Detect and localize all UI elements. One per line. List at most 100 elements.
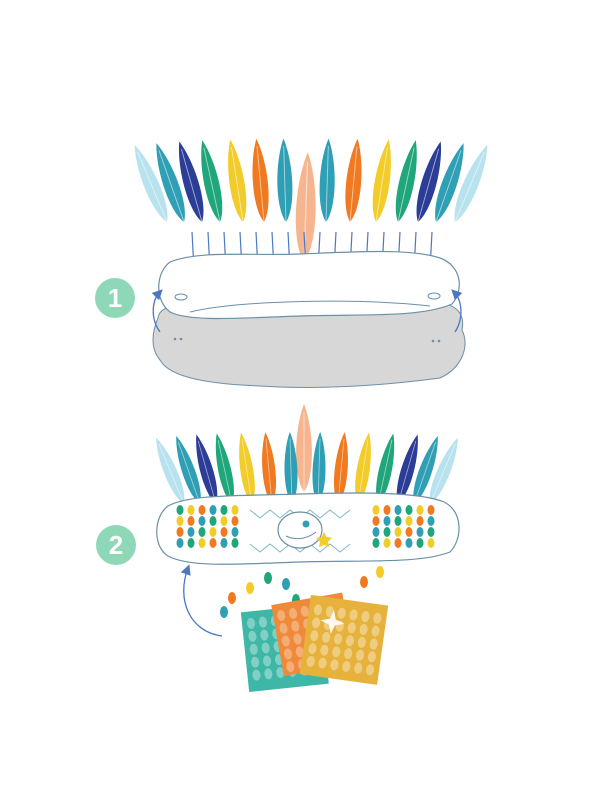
sheet-sticker — [318, 657, 327, 669]
sheet-sticker — [337, 607, 346, 619]
sheet-sticker — [293, 633, 302, 645]
sticker-dot — [231, 527, 239, 537]
sticker-dot — [198, 505, 206, 515]
sticker-piece — [264, 572, 272, 584]
sheet-sticker — [367, 651, 376, 663]
feather-icon — [294, 151, 318, 268]
sheet-sticker — [332, 646, 341, 658]
step-1-number: 1 — [107, 282, 123, 313]
sticker-dot — [231, 516, 239, 526]
sticker-dot — [383, 538, 391, 548]
sticker-dot — [427, 505, 435, 515]
sticker-dot — [394, 527, 402, 537]
sticker-dot — [187, 516, 195, 526]
feather-icon — [222, 138, 251, 226]
sticker-dot — [220, 505, 228, 515]
sticker-dot — [220, 516, 228, 526]
sheet-sticker — [345, 635, 354, 647]
sheet-sticker — [325, 606, 334, 618]
sheet-sticker — [349, 609, 358, 621]
sticker-dot — [209, 527, 217, 537]
sticker-dot — [394, 505, 402, 515]
feather-icon — [170, 433, 207, 508]
sheet-sticker — [300, 605, 309, 617]
sticker-dot — [198, 527, 206, 537]
sticker-dot — [209, 538, 217, 548]
feather-icon — [390, 138, 424, 226]
sheet-sticker — [261, 642, 270, 654]
sticker-dot — [383, 527, 391, 537]
sticker-dot — [372, 516, 380, 526]
feather-icon — [410, 139, 448, 226]
sticker-dot — [416, 505, 424, 515]
feather-icon — [149, 140, 192, 226]
sticker-dot — [372, 538, 380, 548]
sticker-piece — [376, 566, 384, 578]
sheet-sticker — [308, 643, 317, 655]
sticker-dot — [176, 538, 184, 548]
sticker-dot — [220, 527, 228, 537]
sticker-dot — [176, 527, 184, 537]
sticker-dot — [209, 516, 217, 526]
decorated-headband-step2 — [156, 492, 460, 565]
feather-icon — [275, 138, 294, 226]
feather-icon — [342, 138, 366, 226]
curved-arrow-right-step1 — [451, 289, 463, 333]
sheet-sticker — [313, 604, 322, 616]
sheet-sticker — [252, 669, 261, 681]
sheet-sticker — [263, 655, 272, 667]
sheet-sticker — [279, 622, 288, 634]
sticker-dot — [209, 505, 217, 515]
star-sticker-icon — [316, 532, 332, 548]
sticker-dot — [405, 505, 413, 515]
sticker-dot — [427, 538, 435, 548]
step-1-badge: 1 — [95, 278, 135, 318]
sheet-sticker — [247, 617, 256, 629]
sticker-dot — [176, 505, 184, 515]
sheet-sticker — [330, 659, 339, 671]
feather-icon — [248, 138, 272, 226]
sheet-sticker — [355, 649, 365, 661]
feather-row-step1 — [127, 138, 495, 268]
headband-step1 — [152, 250, 466, 389]
sticker-dot — [176, 516, 184, 526]
feather-icon — [296, 404, 312, 496]
feather-icon — [424, 434, 464, 508]
sheet-sticker — [248, 630, 257, 642]
sticker-dot — [187, 505, 195, 515]
sticker-dot — [372, 527, 380, 537]
sticker-dot — [427, 527, 435, 537]
sticker-dot — [405, 538, 413, 548]
sheet-sticker — [260, 629, 269, 641]
sheet-sticker — [258, 616, 267, 628]
sheet-sticker — [277, 610, 286, 621]
sticker-dot — [427, 516, 435, 526]
sheet-sticker — [366, 664, 375, 676]
sheet-sticker — [281, 635, 290, 647]
sticker-piece — [228, 592, 236, 604]
sticker-dot — [416, 527, 424, 537]
sticker-piece — [360, 576, 368, 588]
sheet-sticker — [342, 660, 351, 672]
feather-icon — [127, 142, 174, 226]
sticker-dot — [231, 505, 239, 515]
feather-icon — [368, 138, 397, 226]
sheet-sticker — [283, 648, 293, 660]
sheet-sticker — [249, 643, 258, 655]
sheet-sticker — [369, 638, 378, 650]
sticker-dot — [394, 538, 402, 548]
feather-icon — [448, 142, 495, 226]
sticker-dot — [220, 538, 228, 548]
sticker-piece — [220, 606, 228, 618]
sticker-dot — [405, 527, 413, 537]
bird-icon — [277, 511, 323, 549]
sheet-sticker — [320, 644, 329, 656]
sticker-dot — [416, 538, 424, 548]
sticker-sheet-gold — [299, 594, 389, 685]
step-2-number: 2 — [108, 529, 124, 560]
sheet-sticker — [371, 625, 380, 637]
sheet-sticker — [286, 661, 295, 673]
sticker-decorations — [176, 505, 435, 548]
sheet-sticker — [359, 624, 368, 635]
